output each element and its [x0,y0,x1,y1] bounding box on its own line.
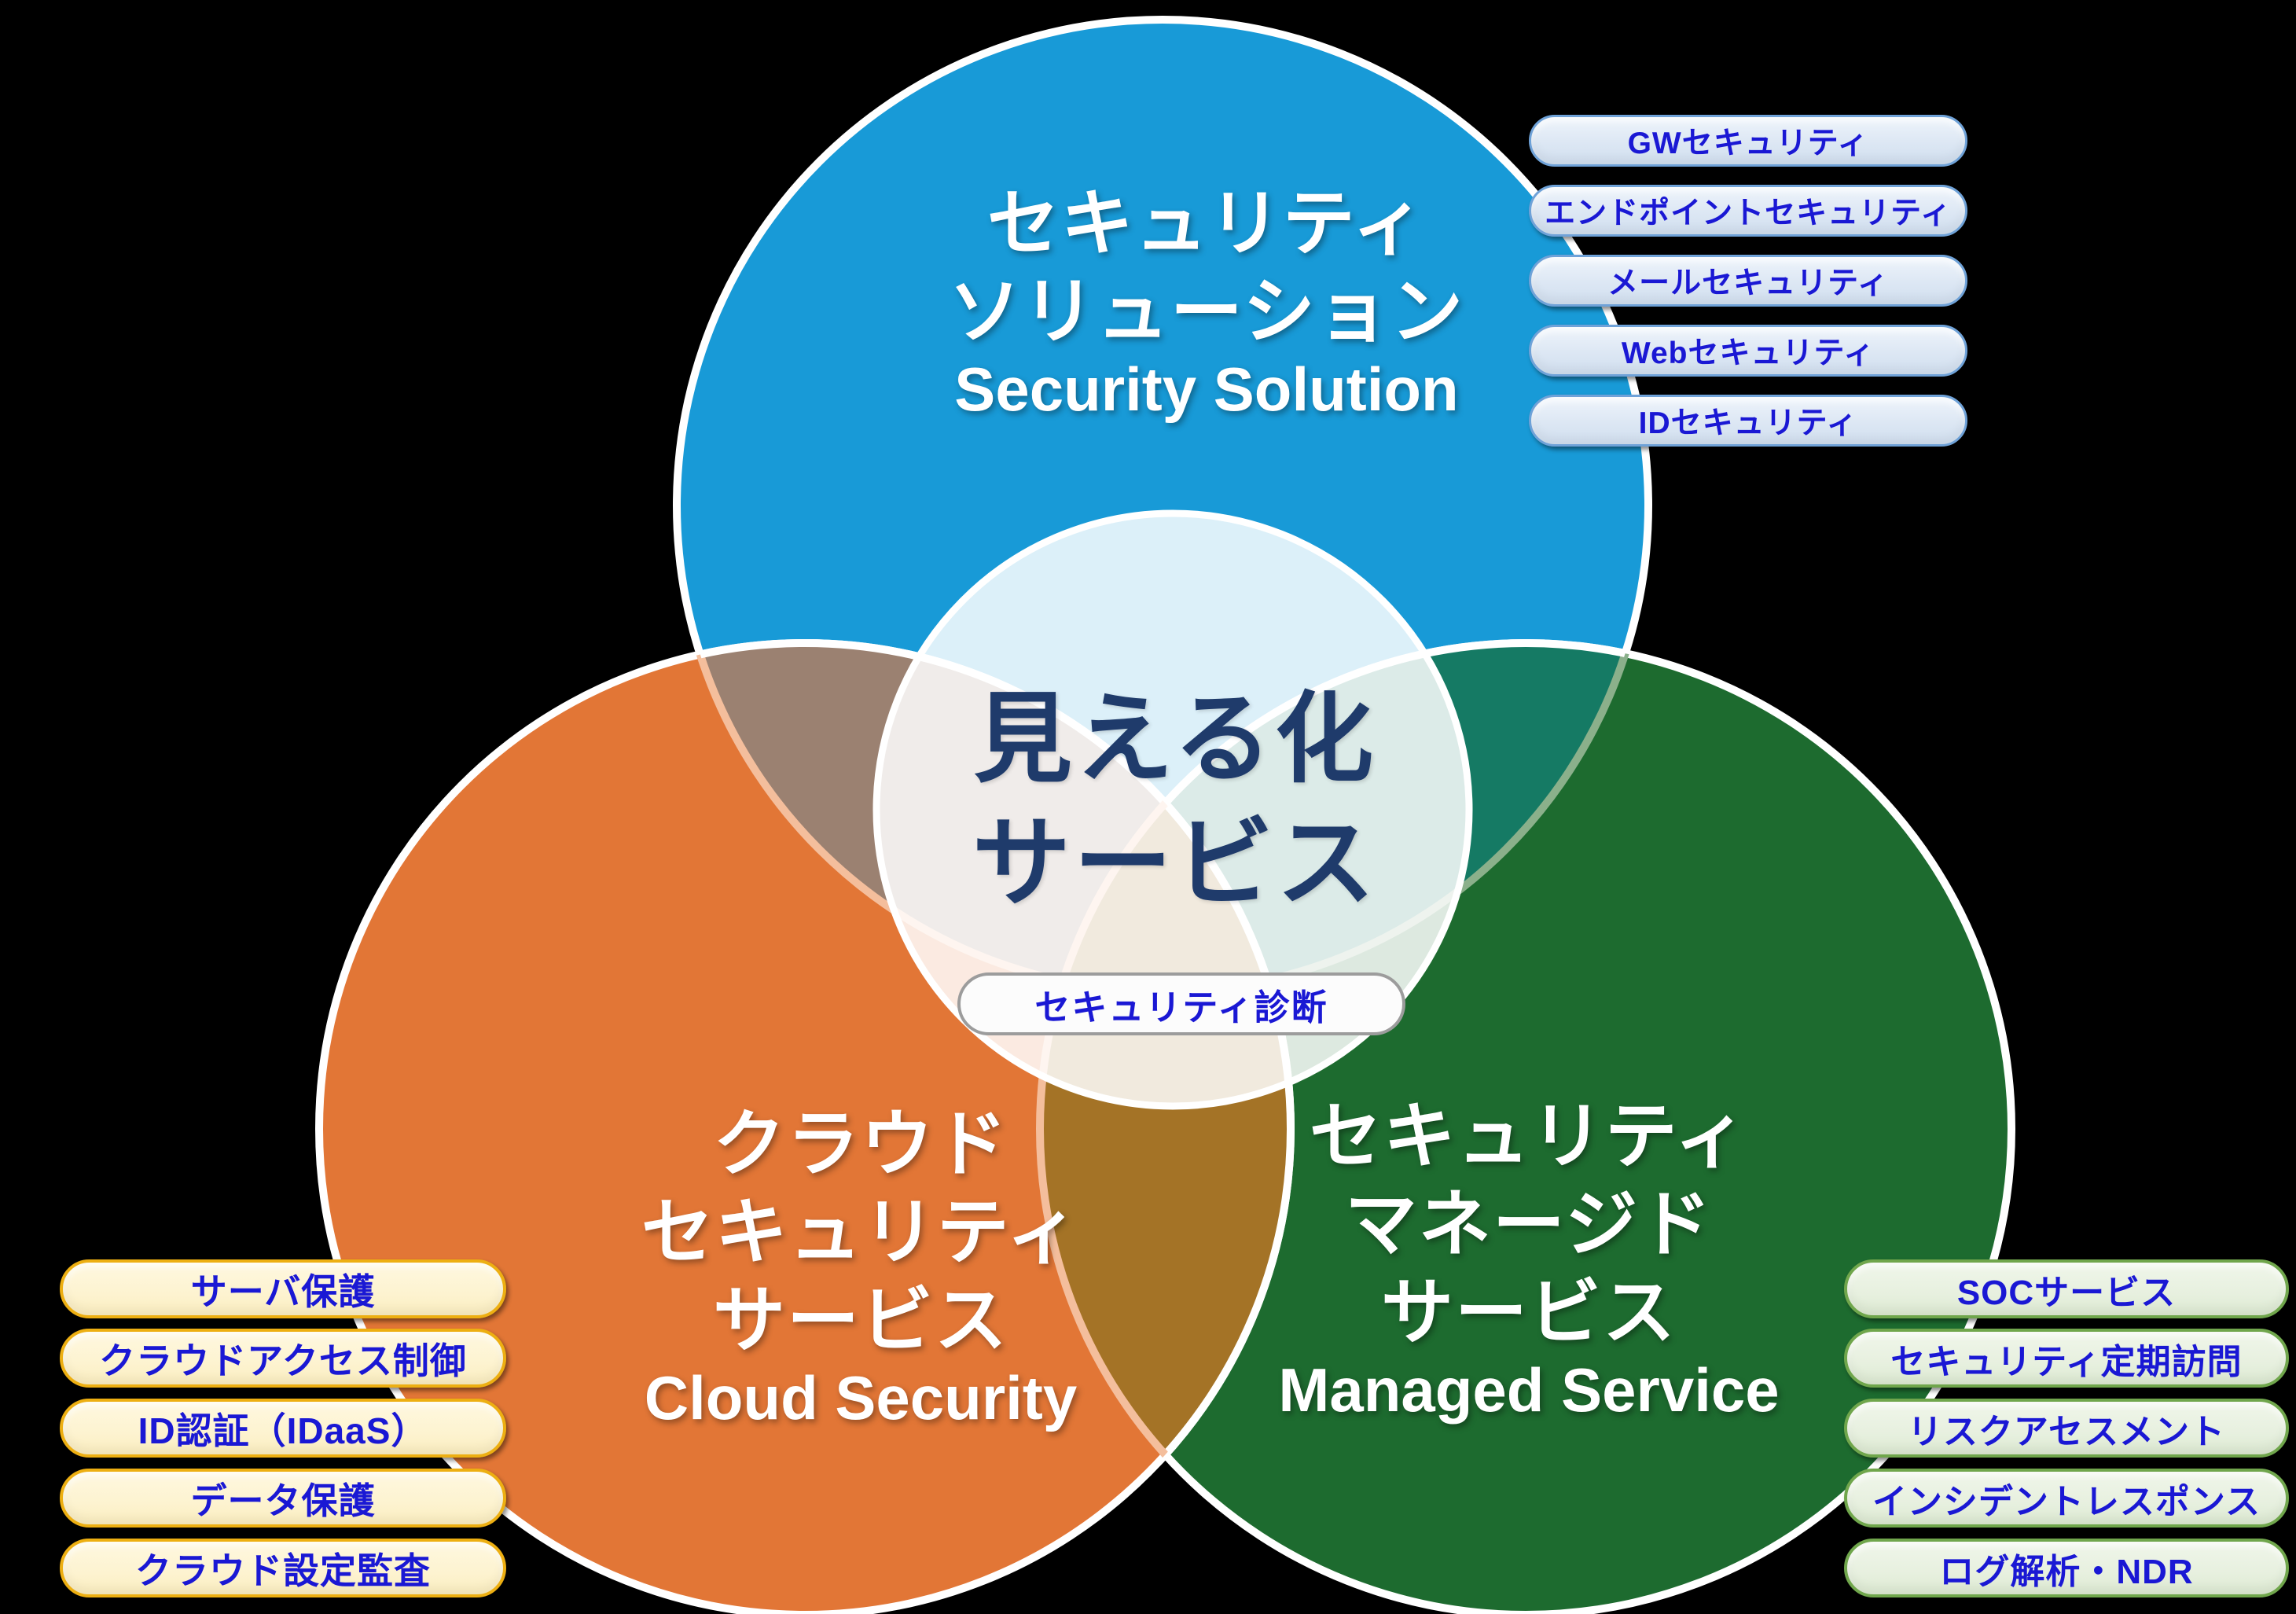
cloud-item-pill: クラウドアクセス制御 [60,1329,506,1388]
solution-item-pill: メールセキュリティ [1529,255,1967,307]
solution-item-pill: IDセキュリティ [1529,395,1967,447]
cloud-item-pill: サーバ保護 [60,1259,506,1318]
center-title: 見える化 サービス [703,678,1647,926]
managed-item-pill: セキュリティ定期訪問 [1844,1329,2289,1388]
cloud-item-pill: ID認証（IDaaS） [60,1399,506,1458]
cloud-circle-title: クラウド セキュリティ サービス Cloud Security [389,1101,1332,1436]
solution-item-pill: エンドポイントセキュリティ [1529,185,1967,237]
managed-edge-in-orange-arc [1036,643,1291,1614]
center-title-line2: サービス [972,809,1378,918]
managed-edge-in-blue-arc [1036,639,1648,991]
cloud-edge-in-blue-arc [677,639,1295,991]
managed-circle-title: セキュリティ マネージド サービス Managed Service [1057,1093,2000,1428]
managed-title-english: Managed Service [1278,1355,1780,1425]
cloud-title-line2: セキュリティ [641,1193,1081,1273]
solution-item-pill: GWセキュリティ [1529,115,1967,167]
solution-title-line2: ソリューション [948,272,1465,352]
solution-title-line1: セキュリティ [986,184,1427,264]
solution-title-english: Security Solution [954,355,1459,424]
cloud-title-line1: クラウド [712,1105,1008,1185]
cloud-title-line3: サービス [712,1281,1008,1361]
center-circle [872,509,1473,1110]
managed-title-line1: セキュリティ [1309,1097,1749,1177]
security-assessment-badge: セキュリティ診断 [957,972,1405,1035]
managed-item-pill: SOCサービス [1844,1259,2289,1318]
managed-item-pill: ログ解析・NDR [1844,1539,2289,1597]
managed-title-line3: サービス [1380,1273,1677,1353]
cloud-item-pill: クラウド設定監査 [60,1539,506,1597]
cloud-edge-in-green-arc [1040,643,1295,1614]
cloud-item-pill: データ保護 [60,1469,506,1528]
solution-item-pill: Webセキュリティ [1529,325,1967,377]
managed-title-line2: マネージド [1344,1185,1714,1265]
solution-circle-title: セキュリティ ソリューション Security Solution [656,180,1757,427]
managed-item-pill: リスクアセスメント [1844,1399,2289,1458]
center-title-line1: 見える化 [973,685,1377,794]
cloud-title-english: Cloud Security [644,1363,1078,1432]
managed-item-pill: インシデントレスポンス [1844,1469,2289,1528]
